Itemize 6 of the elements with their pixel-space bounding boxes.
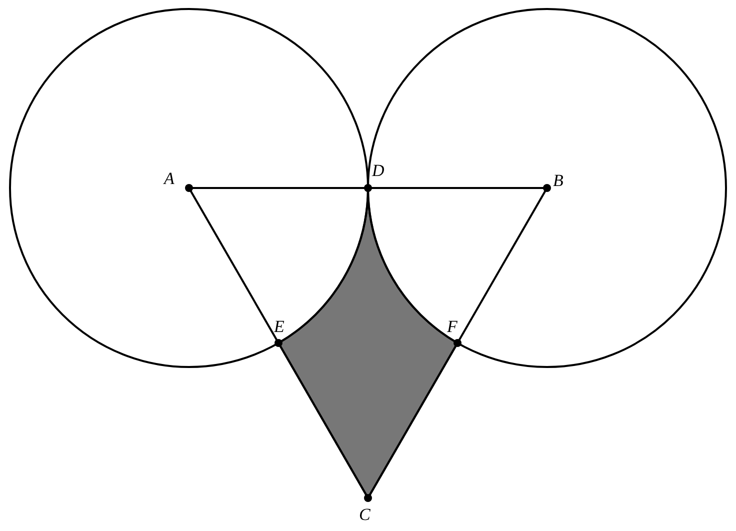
point-label: F — [447, 318, 458, 336]
point-label: C — [359, 506, 370, 524]
point-label: D — [372, 162, 384, 180]
point-label: E — [274, 318, 284, 336]
point-label: A — [164, 170, 174, 188]
point-label: B — [553, 172, 564, 190]
